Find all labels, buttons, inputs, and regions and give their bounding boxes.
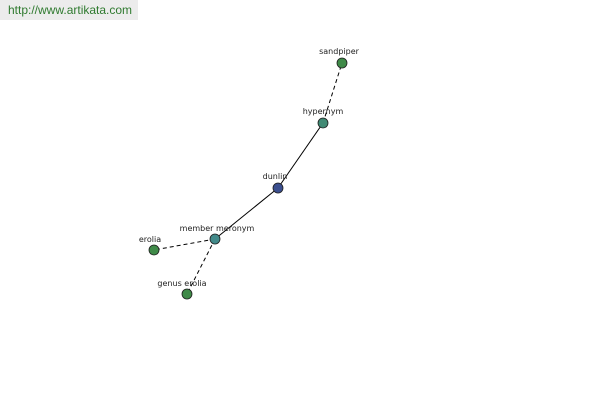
node-member-meronym-label: member meronym xyxy=(180,224,255,233)
node-dunlin-label: dunlin xyxy=(263,172,288,181)
nodes-layer: sandpiper hypernym dunlin member meronym… xyxy=(139,47,360,300)
node-dunlin[interactable]: dunlin xyxy=(263,172,288,194)
node-erolia[interactable]: erolia xyxy=(139,235,161,256)
node-genus-erolia-label: genus erolia xyxy=(157,279,206,288)
node-sandpiper-label: sandpiper xyxy=(319,47,360,56)
watermark-url[interactable]: http://www.artikata.com xyxy=(0,0,138,20)
node-member-meronym-dot[interactable] xyxy=(209,233,221,245)
node-sandpiper-dot[interactable] xyxy=(336,57,348,69)
node-genus-erolia-dot[interactable] xyxy=(181,288,193,300)
node-hypernym-label: hypernym xyxy=(303,107,344,116)
edge-member-meronym-erolia xyxy=(153,238,216,251)
edge-member-meronym-genus-erolia xyxy=(186,238,216,295)
edge-dunlin-hypernym xyxy=(277,122,324,189)
edges-layer xyxy=(153,62,343,295)
node-hypernym[interactable]: hypernym xyxy=(303,107,344,129)
node-hypernym-dot[interactable] xyxy=(317,117,329,129)
node-erolia-label: erolia xyxy=(139,235,161,244)
edge-hypernym-sandpiper xyxy=(322,62,343,124)
node-sandpiper[interactable]: sandpiper xyxy=(319,47,360,69)
node-genus-erolia[interactable]: genus erolia xyxy=(157,279,207,300)
node-dunlin-dot[interactable] xyxy=(272,182,284,194)
node-member-meronym[interactable]: member meronym xyxy=(180,224,255,245)
node-erolia-dot[interactable] xyxy=(148,244,160,256)
edge-dunlin-member-meronym xyxy=(214,187,279,240)
